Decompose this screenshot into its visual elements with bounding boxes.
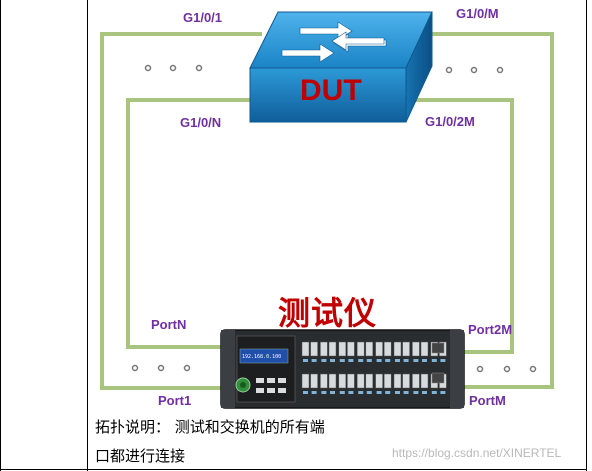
tester-device-icon: 192.168.0.100 [220, 329, 465, 409]
label-g1-0-m: G1/0/M [456, 6, 499, 21]
tester-port-slot [338, 341, 347, 357]
cable-g1-0-n-to-portn [126, 98, 262, 349]
tester-port-slot [402, 341, 410, 357]
tester-port-slot [301, 341, 310, 357]
tester-port-led [366, 391, 372, 394]
cables [100, 32, 554, 390]
tester-port-slot [347, 341, 355, 357]
tester-port-slot [375, 373, 383, 389]
tester-port-led [431, 359, 437, 362]
table-column-divider [87, 0, 88, 471]
watermark: https://blog.csdn.net/XINERTEL [392, 446, 562, 460]
cable-g1-0-m-to-portm [432, 32, 554, 389]
cable-g1-0-1-to-port1 [100, 32, 262, 390]
label-g1-0-2m: G1/0/2M [425, 114, 475, 129]
tester-port-slot [365, 373, 374, 389]
caption-line-2: 口都进行连接 [95, 447, 186, 465]
tester-port-slot [301, 373, 310, 389]
tester-port-led [385, 391, 391, 394]
tester-port-led [431, 391, 437, 394]
tester-port-led [330, 391, 335, 394]
tester-port-led [311, 359, 317, 362]
table-bottom-border [0, 469, 587, 470]
dut-switch-icon [249, 11, 433, 123]
tester-port-led [395, 391, 400, 394]
tester-port-led [321, 391, 327, 394]
tester-port-led [403, 391, 409, 394]
tester-port-led [395, 359, 400, 362]
tester-port-led [440, 391, 446, 394]
ellipsis-dots [131, 64, 537, 373]
tester-port-led [303, 391, 308, 394]
tester-port-slot [393, 373, 402, 389]
device-screen-text: 192.168.0.100 [242, 354, 281, 360]
tester-port-led [413, 391, 419, 394]
caption-line-1: 拓扑说明： 测试和交换机的所有端 [95, 418, 325, 436]
tester-port-led [403, 359, 409, 362]
tester-port-led [422, 359, 427, 362]
tester-port-slot [383, 373, 392, 389]
tester-port-slot [375, 341, 383, 357]
tester-port-led [311, 391, 317, 394]
tester-port-led [366, 359, 372, 362]
tester-title: 测试仪 [278, 294, 378, 332]
tester-port-led [376, 359, 382, 362]
tester-port-slot [310, 341, 318, 357]
tester-port-slot [338, 373, 347, 389]
tester-port-led [348, 359, 354, 362]
tester-port-slot [328, 373, 337, 389]
tester-port-slot [310, 373, 318, 389]
tester-port-slot [347, 373, 355, 389]
label-g1-0-n: G1/0/N [180, 115, 222, 130]
label-port2m: Port2M [468, 322, 513, 337]
tester-port-slot [365, 341, 374, 357]
tester-port-slot [420, 341, 429, 357]
tester-port-slot [402, 373, 410, 389]
tester-port-slot [412, 373, 420, 389]
tester-port-led [440, 359, 446, 362]
tester-port-led [303, 359, 308, 362]
tester-port-slot [320, 373, 328, 389]
tester-port-led [339, 391, 345, 394]
tester-port-led [358, 391, 364, 394]
tester-port-slot [383, 341, 392, 357]
switch-arrows-icon [281, 21, 387, 63]
tester-port-led [385, 359, 391, 362]
tester-port-slot [320, 341, 328, 357]
tester-port-led [358, 359, 364, 362]
table-left-border [0, 0, 1, 471]
tester-port-slot [420, 373, 429, 389]
tester-port-led [422, 391, 427, 394]
dut-label: DUT [300, 74, 362, 107]
tester-port-slot [356, 341, 365, 357]
tester-port-led [376, 391, 382, 394]
tester-port-slot [356, 373, 365, 389]
tester-port-slot [412, 341, 420, 357]
label-port1: Port1 [158, 393, 192, 408]
tester-port-led [413, 359, 419, 362]
label-g1-0-1: G1/0/1 [183, 10, 223, 25]
tester-port-led [348, 391, 354, 394]
label-portn: PortN [151, 317, 187, 332]
tester-port-slot [328, 341, 337, 357]
cable-g1-0-2m-to-port2m [406, 98, 514, 354]
table-right-border [586, 0, 587, 471]
label-portm: PortM [469, 393, 506, 408]
tester-port-slot [393, 341, 402, 357]
tester-port-led [330, 359, 335, 362]
tester-port-led [339, 359, 345, 362]
tester-port-led [321, 359, 327, 362]
